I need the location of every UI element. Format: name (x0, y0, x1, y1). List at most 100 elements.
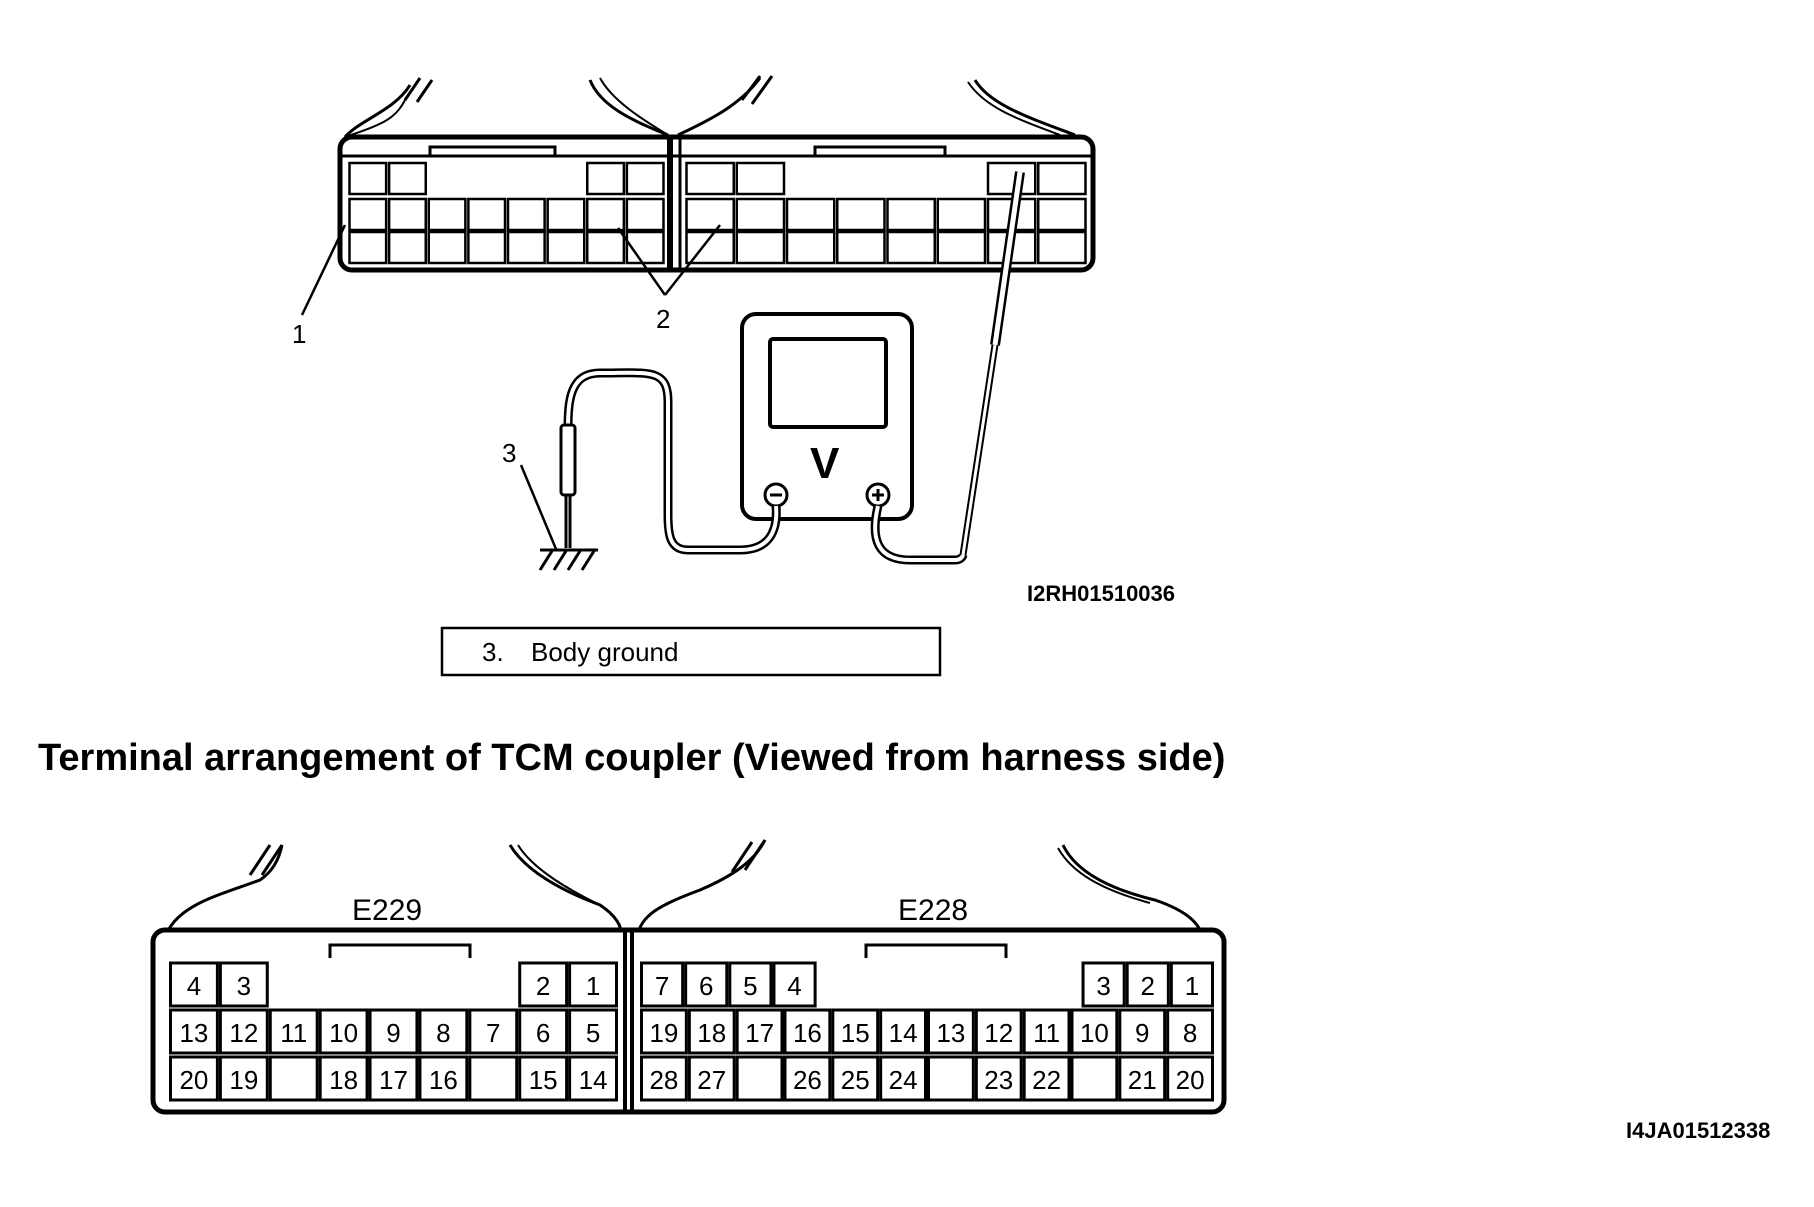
terminal-cell (640, 961, 685, 1008)
terminal-number: 9 (1135, 1018, 1149, 1048)
terminal-number: 22 (1032, 1065, 1061, 1095)
terminal-number: 19 (229, 1065, 258, 1095)
terminal-cell (640, 1008, 688, 1055)
terminal-number: 4 (187, 971, 201, 1001)
terminal-cell (831, 1008, 880, 1055)
terminal-cell (568, 1055, 618, 1102)
terminal-number: 17 (379, 1065, 408, 1095)
terminal-number: 5 (586, 1018, 600, 1048)
terminal-number: 9 (386, 1018, 400, 1048)
coupler-cavity (685, 161, 735, 196)
terminal-number: 21 (1128, 1065, 1157, 1095)
coupler-cavity (936, 197, 987, 232)
terminal-cell (218, 1008, 269, 1055)
terminal-number: 27 (697, 1065, 726, 1095)
terminal-cell (468, 1055, 519, 1102)
coupler-cavity (625, 161, 665, 196)
terminal-cell (1166, 1008, 1214, 1055)
terminal-cell (684, 961, 729, 1008)
terminal-cell (368, 1055, 419, 1102)
terminal-cell (879, 1008, 928, 1055)
terminal-cell (974, 1008, 1023, 1055)
callout-2: 2 (616, 224, 721, 334)
terminal-cell (218, 961, 269, 1008)
coupler-cavity (836, 230, 886, 265)
figure-code-1: I2RH01510036 (1027, 581, 1175, 606)
coupler-cavity (586, 161, 626, 196)
coupler-cavity (506, 197, 546, 232)
terminal-number: 1 (1185, 971, 1199, 1001)
terminal-cell (728, 961, 773, 1008)
terminal-cell (687, 1008, 736, 1055)
terminal-number: 15 (529, 1065, 558, 1095)
coupler-cavity (886, 230, 936, 265)
terminal-cell (1081, 961, 1126, 1008)
voltmeter-symbol: V (810, 439, 840, 488)
legend-number: 3. (482, 637, 504, 667)
terminal-cell (1070, 1055, 1119, 1102)
terminal-number: 16 (429, 1065, 458, 1095)
terminal-number: 12 (229, 1018, 258, 1048)
coupler-cavity (1037, 197, 1087, 232)
terminal-number: 4 (787, 971, 801, 1001)
coupler-cavity (586, 230, 626, 265)
terminal-cell (318, 1008, 369, 1055)
terminal-number: 14 (579, 1065, 608, 1095)
figure-code-2: I4JA01512338 (1626, 1118, 1770, 1143)
terminal-cell (687, 1055, 736, 1102)
coupler-cavity (467, 230, 507, 265)
terminal-cell (518, 1008, 569, 1055)
legend-text: Body ground (531, 637, 678, 667)
terminal-number: 19 (649, 1018, 678, 1048)
coupler-cavity (387, 161, 427, 196)
terminal-cell (468, 1008, 519, 1055)
terminal-cell (927, 1055, 975, 1102)
coupler-name-e228: E228 (898, 894, 968, 927)
coupler-cavity (785, 197, 836, 232)
terminal-number: 28 (649, 1065, 678, 1095)
section-heading: Terminal arrangement of TCM coupler (Vie… (38, 737, 1225, 779)
terminal-number: 10 (1080, 1018, 1109, 1048)
coupler-cavity (506, 230, 546, 265)
coupler-cavity (1037, 161, 1087, 196)
terminal-cell (568, 961, 618, 1008)
terminal-number: 12 (984, 1018, 1013, 1048)
coupler-cavity (348, 197, 388, 232)
coupler-cavity (348, 230, 388, 265)
callout-3: 3 (502, 438, 558, 550)
terminal-cell (735, 1008, 784, 1055)
terminal-number: 2 (1141, 971, 1155, 1001)
terminal-cell (1118, 1055, 1167, 1102)
terminal-number: 26 (793, 1065, 822, 1095)
terminal-cell (735, 1055, 784, 1102)
coupler-cavity (625, 197, 665, 232)
terminal-cell (218, 1055, 269, 1102)
tcm-coupler-illustration (337, 75, 1096, 556)
terminal-number: 8 (1183, 1018, 1197, 1048)
terminal-cell (1125, 961, 1170, 1008)
terminal-number: 2 (536, 971, 550, 1001)
terminal-cell (568, 1008, 618, 1055)
terminal-number: 6 (699, 971, 713, 1001)
coupler-cavity (886, 197, 936, 232)
callout-label-2: 2 (656, 304, 670, 334)
terminal-cell (879, 1055, 928, 1102)
body-ground-icon (538, 548, 598, 571)
terminal-number: 18 (329, 1065, 358, 1095)
terminal-number: 25 (841, 1065, 870, 1095)
terminal-number: 14 (889, 1018, 918, 1048)
coupler-cavity (936, 230, 987, 265)
ground-probe (559, 423, 577, 548)
terminal-cell (1118, 1008, 1167, 1055)
terminal-cell (418, 1008, 469, 1055)
coupler-cavity (348, 161, 388, 196)
terminal-number: 13 (179, 1018, 208, 1048)
terminal-cell (1169, 961, 1215, 1008)
terminal-cell (368, 1008, 419, 1055)
coupler-cavity (427, 230, 467, 265)
coupler-cavity (1037, 230, 1087, 265)
terminal-cell (1166, 1055, 1214, 1102)
coupler-cavity (546, 197, 586, 232)
